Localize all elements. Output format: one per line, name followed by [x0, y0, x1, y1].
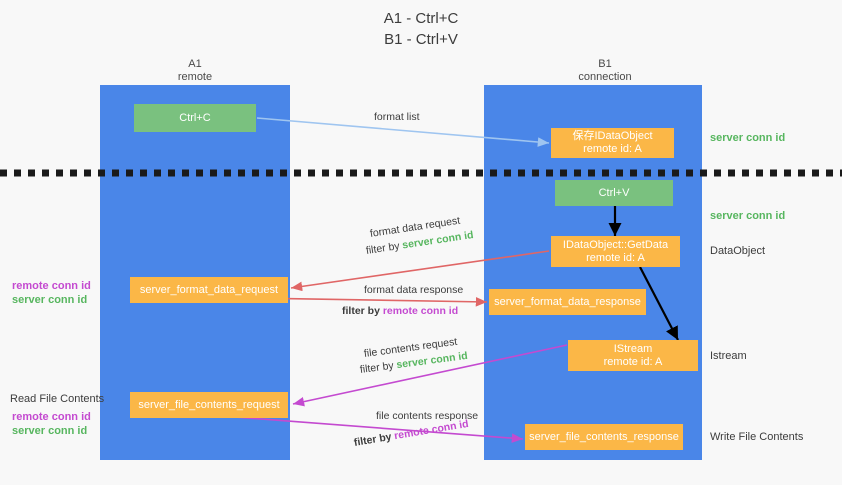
edge-label-format-data-response-filter: filter by remote conn id	[342, 305, 458, 317]
node-save-idataobject-line2: remote id: A	[583, 143, 642, 155]
node-idataobject-getdata[interactable]: IDataObject::GetData remote id: A	[551, 236, 680, 267]
annotation-server-conn-id-2: server conn id	[12, 425, 88, 437]
annotation-server-conn-id-1: server conn id	[12, 294, 88, 306]
edge-label-file-contents-response: file contents response	[376, 410, 478, 422]
annotation-server-conn-id-mid: server conn id	[710, 210, 785, 222]
column-header-a1: A1 remote	[130, 58, 260, 84]
node-save-idataobject-line1: 保存IDataObject	[572, 130, 653, 142]
annotation-dataobject: DataObject	[710, 245, 765, 257]
edge-label-format-data-response: format data response	[364, 284, 463, 296]
edge-label-format-list: format list	[374, 111, 420, 123]
diagram-title: A1 - Ctrl+C B1 - Ctrl+V	[0, 8, 842, 50]
node-ctrl-c-label: Ctrl+C	[179, 111, 211, 124]
annotation-remote-conn-id-2: remote conn id	[12, 411, 91, 423]
node-istream-line1: IStream	[613, 342, 653, 355]
column-header-b1-role: connection	[578, 71, 632, 83]
filter-prefix: filter by	[342, 305, 383, 317]
node-getdata-line1: IDataObject::GetData	[562, 238, 669, 251]
annotation-conn-ids-upper: remote conn id server conn id	[12, 279, 91, 307]
node-server-file-contents-request[interactable]: server_file_contents_request	[130, 392, 288, 418]
node-getdata-line2: remote id: A	[586, 251, 645, 264]
node-server-file-contents-response[interactable]: server_file_contents_response	[525, 424, 683, 450]
annotation-conn-ids-lower: remote conn id server conn id	[12, 410, 91, 438]
node-ctrl-c[interactable]: Ctrl+C	[134, 104, 256, 132]
node-istream-line2: remote id: A	[603, 355, 663, 368]
filter-prefix: filter by	[359, 359, 398, 376]
node-istream[interactable]: IStream remote id: A	[568, 340, 698, 371]
annotation-server-conn-id-top-text: server conn id	[710, 132, 786, 144]
annotation-remote-conn-id-1: remote conn id	[12, 280, 91, 292]
column-header-b1: B1 connection	[540, 58, 670, 84]
column-header-b1-name: B1	[598, 58, 612, 70]
node-server-file-contents-request-label: server_file_contents_request	[138, 398, 280, 411]
annotation-dataobject-text: DataObject	[710, 245, 766, 257]
edge-label-file-contents-response-text: file contents response	[376, 410, 479, 422]
node-save-idataobject[interactable]: 保存IDataObject remote id: A	[551, 128, 674, 158]
annotation-write-file-contents-text: Write File Contents	[710, 431, 804, 443]
column-header-a1-name: A1	[188, 58, 202, 70]
annotation-write-file-contents: Write File Contents	[710, 431, 803, 443]
column-header-a1-role: remote	[177, 71, 213, 83]
node-server-format-data-request[interactable]: server_format_data_request	[130, 277, 288, 303]
edge-label-file-contents-response-filter: filter by remote conn id	[353, 418, 469, 449]
annotation-istream-text: Istream	[710, 350, 747, 362]
edge-label-format-list-text: format list	[374, 111, 420, 123]
filter-prefix: filter by	[353, 430, 396, 449]
node-server-format-data-request-label: server_format_data_request	[139, 283, 279, 296]
conn-id-remote: remote conn id	[382, 305, 459, 317]
node-server-format-data-response[interactable]: server_format_data_response	[489, 289, 646, 315]
node-server-file-contents-response-label: server_file_contents_response	[529, 430, 679, 443]
annotation-read-file-contents: Read File Contents	[10, 393, 104, 405]
node-ctrl-v[interactable]: Ctrl+V	[555, 180, 673, 206]
filter-prefix: filter by	[365, 239, 404, 257]
edge-label-format-data-response-text: format data response	[364, 284, 464, 296]
annotation-server-conn-id-mid-text: server conn id	[710, 210, 786, 222]
node-server-format-data-response-label: server_format_data_response	[494, 295, 641, 308]
annotation-read-file-contents-text: Read File Contents	[10, 393, 105, 405]
annotation-server-conn-id-top: server conn id	[710, 132, 785, 144]
title-line-2: B1 - Ctrl+V	[384, 31, 458, 48]
annotation-istream: Istream	[710, 350, 747, 362]
title-line-1: A1 - Ctrl+C	[383, 10, 459, 27]
node-ctrl-v-label: Ctrl+V	[598, 186, 630, 199]
